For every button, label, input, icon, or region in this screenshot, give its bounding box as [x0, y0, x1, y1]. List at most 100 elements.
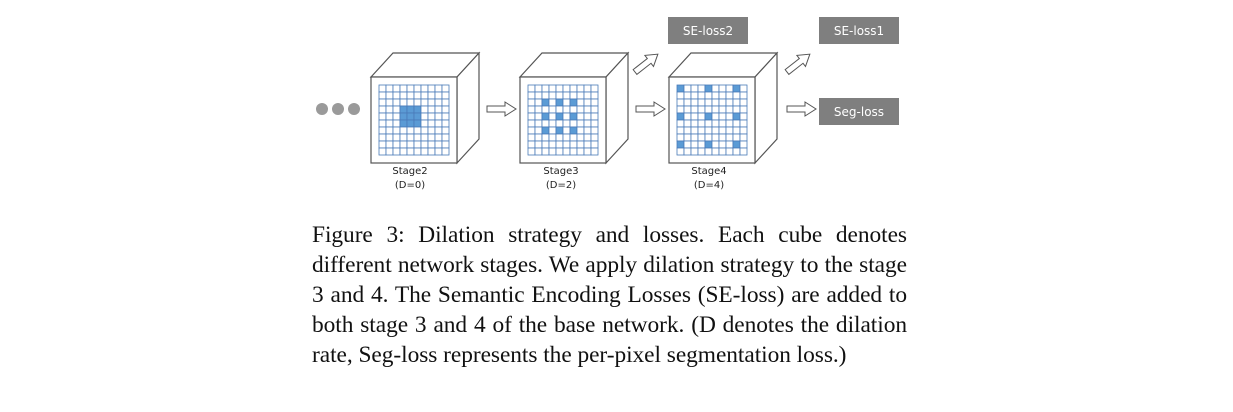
grid-cell [420, 119, 429, 128]
grid-cell [555, 140, 564, 149]
grid-cell [420, 147, 429, 156]
grid-cell [541, 147, 550, 156]
ellipsis-dot [348, 103, 360, 115]
grid-cell [392, 112, 401, 121]
grid-cell [406, 105, 415, 114]
grid-cell [399, 105, 408, 114]
grid-cell [718, 133, 727, 142]
grid-cell [534, 98, 543, 107]
grid-cell [576, 84, 585, 93]
grid-cell [732, 91, 741, 100]
grid-cell [583, 91, 592, 100]
grid-cell [378, 84, 387, 93]
grid-cell [590, 133, 599, 142]
grid-cell [583, 98, 592, 107]
grid-cell [704, 91, 713, 100]
grid-cell [385, 119, 394, 128]
grid-cell [718, 147, 727, 156]
grid-cell [718, 84, 727, 93]
grid-cell [392, 105, 401, 114]
grid-cell [718, 91, 727, 100]
grid-cell [718, 112, 727, 121]
grid-cell [732, 133, 741, 142]
grid-cell [590, 140, 599, 149]
grid-cell [683, 140, 692, 149]
grid-cell [541, 133, 550, 142]
grid-cell [583, 105, 592, 114]
grid-cell [548, 98, 557, 107]
grid-cell [583, 84, 592, 93]
grid-cell [420, 126, 429, 135]
grid-cell [427, 119, 436, 128]
grid-cell [548, 133, 557, 142]
grid-cell [690, 119, 699, 128]
grid-cell [434, 126, 443, 135]
grid-cell [569, 126, 578, 135]
grid-cell [420, 140, 429, 149]
stage2-dilation-label: (D=0) [395, 180, 425, 191]
grid-cell [569, 105, 578, 114]
grid-cell [711, 91, 720, 100]
grid-cell [385, 84, 394, 93]
grid-cell [527, 147, 536, 156]
grid-cell [562, 91, 571, 100]
grid-cell [690, 126, 699, 135]
se-loss2-label: SE-loss2 [683, 24, 733, 38]
grid-cell [413, 112, 422, 121]
grid-cell [434, 147, 443, 156]
grid-cell [704, 133, 713, 142]
grid-cell [555, 126, 564, 135]
grid-cell [406, 147, 415, 156]
grid-cell [399, 140, 408, 149]
grid-cell [548, 140, 557, 149]
grid-cell [683, 133, 692, 142]
grid-cell [676, 105, 685, 114]
grid-cell [711, 147, 720, 156]
grid-cell [562, 126, 571, 135]
grid-cell [441, 119, 450, 128]
grid-cell [576, 119, 585, 128]
grid-cell [739, 147, 748, 156]
grid-cell [718, 105, 727, 114]
grid-cell [385, 140, 394, 149]
grid-cell [569, 98, 578, 107]
grid-cell [732, 112, 741, 121]
grid-cell [569, 91, 578, 100]
grid-cell [392, 98, 401, 107]
grid-cell [562, 84, 571, 93]
grid-cell [378, 119, 387, 128]
stage3-label: Stage3 [543, 166, 578, 177]
grid-cell [711, 133, 720, 142]
grid-cell [413, 105, 422, 114]
grid-cell [385, 147, 394, 156]
grid-cell [541, 105, 550, 114]
grid-cell [576, 140, 585, 149]
grid-cell [583, 112, 592, 121]
grid-cell [576, 98, 585, 107]
grid-cell [704, 126, 713, 135]
grid-cell [683, 147, 692, 156]
grid-cell [399, 119, 408, 128]
grid-cell [711, 140, 720, 149]
grid-cell [704, 119, 713, 128]
grid-cell [690, 140, 699, 149]
grid-cell [697, 98, 706, 107]
stage4-cube [667, 51, 779, 165]
grid-cell [548, 126, 557, 135]
grid-cell [534, 140, 543, 149]
grid-cell [399, 133, 408, 142]
grid-cell [676, 91, 685, 100]
grid-cell [590, 112, 599, 121]
hollow-arrow-icon [784, 53, 811, 76]
grid-cell [718, 140, 727, 149]
grid-cell [562, 140, 571, 149]
grid-cell [697, 91, 706, 100]
grid-cell [406, 84, 415, 93]
grid-cell [378, 140, 387, 149]
grid-cell [441, 84, 450, 93]
grid-cell [378, 98, 387, 107]
grid-cell [406, 91, 415, 100]
grid-cell [406, 119, 415, 128]
grid-cell [527, 119, 536, 128]
grid-cell [427, 133, 436, 142]
